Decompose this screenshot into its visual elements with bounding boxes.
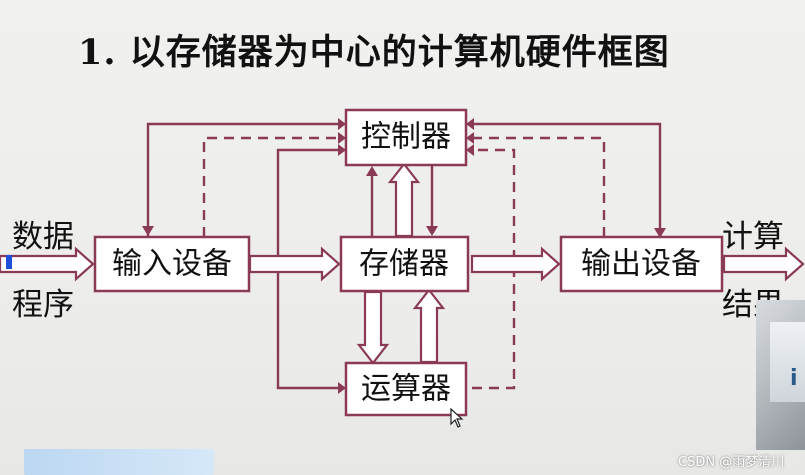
webcam-board (770, 322, 805, 402)
data-label: 数据 (12, 219, 74, 255)
slide-title: 1. 以存储器为中心的计算机硬件框图 (78, 32, 670, 73)
control-signal-line-top (146, 122, 340, 237)
input-device-label: 输入设备 (112, 247, 232, 282)
controller-node: 控制器 (344, 108, 468, 167)
output-device-label: 输出设备 (581, 247, 701, 282)
output-device-node: 输出设备 (559, 235, 724, 293)
compute-label: 计算 (722, 219, 784, 255)
arrowhead-into-input (142, 226, 154, 236)
status-signal-line-input (202, 136, 340, 237)
mouse-pointer-icon (450, 408, 464, 428)
status-signal-line-output (472, 136, 606, 237)
memory-label: 存储器 (359, 247, 449, 282)
input-marker (6, 255, 12, 269)
result-out-arrow (722, 246, 805, 282)
program-label: 程序 (12, 287, 74, 323)
alu-label: 运算器 (361, 372, 451, 407)
controller-label: 控制器 (361, 120, 451, 155)
memory-node: 存储器 (339, 235, 470, 293)
data-in-arrow (0, 246, 95, 282)
webcam-letter: i (790, 366, 798, 391)
input-device-node: 输入设备 (93, 235, 251, 293)
arrowhead-into-output (654, 228, 666, 238)
alu-node: 运算器 (344, 361, 468, 417)
watermark: CSDN @雨梦清川 (678, 455, 785, 470)
bottom-panel-strip (24, 449, 214, 475)
